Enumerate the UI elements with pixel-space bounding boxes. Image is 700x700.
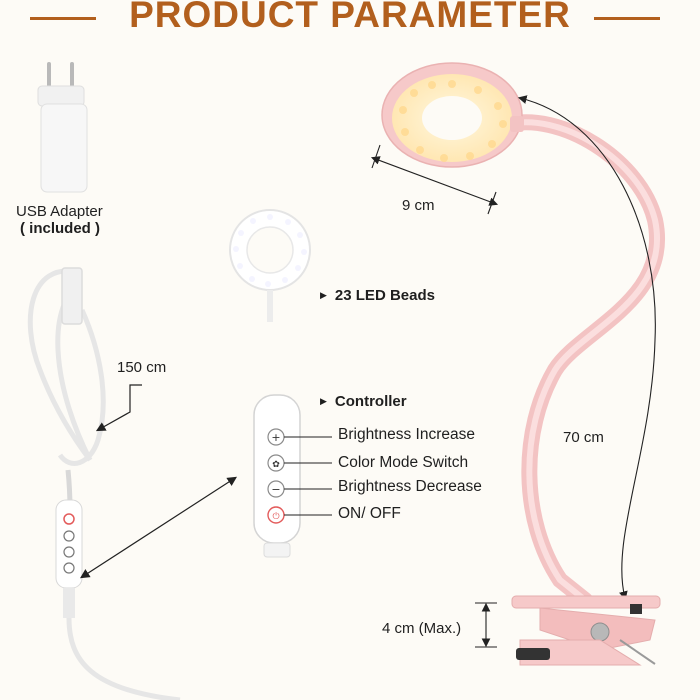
lamp-clip-icon (511, 595, 661, 666)
brightness-increase-label: Brightness Increase (338, 426, 475, 443)
on-off-label: ON/ OFF (338, 505, 401, 522)
lamp-head-icon (381, 62, 524, 168)
svg-text:+: + (271, 431, 280, 444)
cable-length-label: 150 cm (117, 359, 167, 376)
led-beads-text: 23 LED Beads (334, 287, 435, 304)
page-title: PRODUCT PARAMETER (129, 0, 571, 35)
svg-text:−: − (271, 483, 280, 496)
led-beads-label: ▶ 23 LED Beads (320, 287, 435, 306)
color-mode-switch-label: Color Mode Switch (338, 454, 469, 471)
usb-adapter-icon (37, 62, 88, 193)
adapter-label: USB Adapter (16, 203, 103, 220)
led-ring-icon (229, 209, 311, 322)
triangle-bullet-icon: ▶ (320, 290, 327, 300)
triangle-bullet-icon: ▶ (320, 396, 327, 406)
coiled-cable-icon (27, 267, 106, 511)
controller-illustration: + ✿ − ⏻ (253, 394, 332, 558)
brightness-decrease-label: Brightness Decrease (338, 478, 482, 495)
svg-text:✿: ✿ (272, 460, 280, 470)
title-rule-left (30, 17, 96, 20)
svg-text:⏻: ⏻ (272, 511, 279, 522)
title-rule-right (594, 17, 660, 20)
clip-opening-label: 4 cm (Max.) (382, 620, 462, 637)
head-diameter-label: 9 cm (402, 197, 435, 214)
adapter-included-label: ( included ) (20, 220, 100, 237)
arm-length-label: 70 cm (563, 429, 604, 446)
lamp-gooseneck-icon (497, 114, 665, 608)
inline-remote-icon (55, 499, 181, 700)
controller-title-text: Controller (334, 393, 407, 410)
controller-title: ▶ Controller (320, 393, 407, 412)
